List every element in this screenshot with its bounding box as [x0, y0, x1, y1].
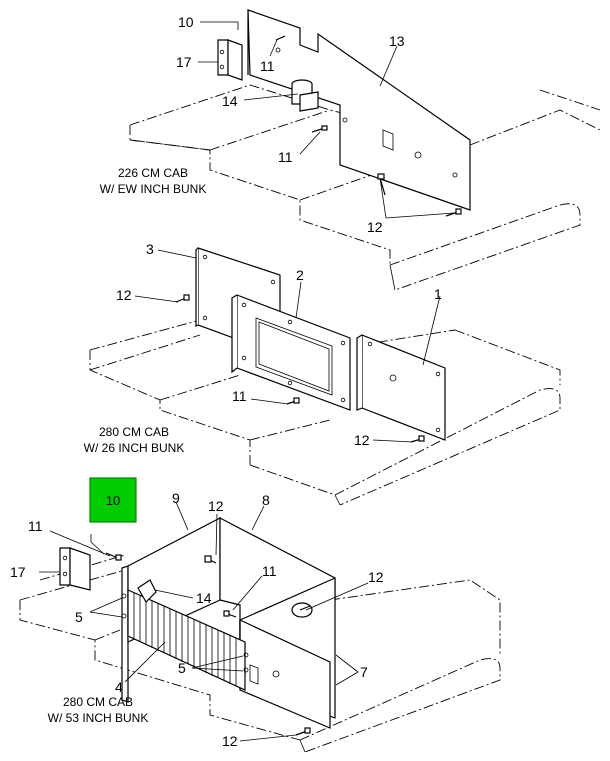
callout: 12 [367, 219, 383, 235]
callout: 7 [360, 664, 368, 680]
callout: 11 [278, 149, 293, 165]
callout: 5 [75, 609, 83, 625]
hatch-pattern [133, 593, 237, 686]
callout: 13 [389, 33, 405, 49]
callout: 14 [196, 590, 212, 606]
callout: 17 [10, 564, 26, 580]
callout: 4 [115, 679, 123, 695]
callout: 5 [178, 660, 186, 676]
caption-line-1: 280 CM CAB [63, 695, 133, 709]
callout: 11 [260, 58, 275, 74]
caption-line-2: W/ 26 INCH BUNK [84, 441, 185, 455]
callout: 9 [172, 490, 180, 506]
callout: 10 [178, 14, 194, 30]
caption-line-1: 280 CM CAB [99, 425, 169, 439]
callout: 12 [208, 498, 224, 514]
callout: 2 [296, 267, 304, 283]
callout: 11 [262, 563, 277, 579]
callout: 11 [232, 388, 247, 404]
section-226cm-ew-bunk: 10 17 11 14 13 11 12 226 CM CAB W/ EW IN… [100, 9, 601, 291]
callout: 8 [262, 492, 270, 508]
section-280cm-26in-bunk: 3 2 1 12 11 12 280 CM CAB W/ 26 INCH BUN… [84, 241, 561, 506]
callout: 3 [146, 241, 154, 257]
caption-line-2: W/ 53 INCH BUNK [48, 711, 149, 725]
section-280cm-53in-bunk: 10 [10, 477, 501, 753]
callout: 11 [28, 518, 43, 534]
highlighted-callout-label: 10 [106, 493, 120, 508]
caption-line-2: W/ EW INCH BUNK [100, 182, 207, 196]
callout: 12 [222, 733, 238, 749]
callout: 14 [222, 93, 238, 109]
callout: 12 [368, 569, 384, 585]
highlighted-callout-box[interactable] [89, 477, 137, 523]
caption-line-1: 226 CM CAB [118, 166, 188, 180]
callout: 17 [176, 54, 192, 70]
callout: 1 [434, 286, 442, 302]
callout: 12 [354, 432, 370, 448]
callout: 12 [116, 287, 132, 303]
